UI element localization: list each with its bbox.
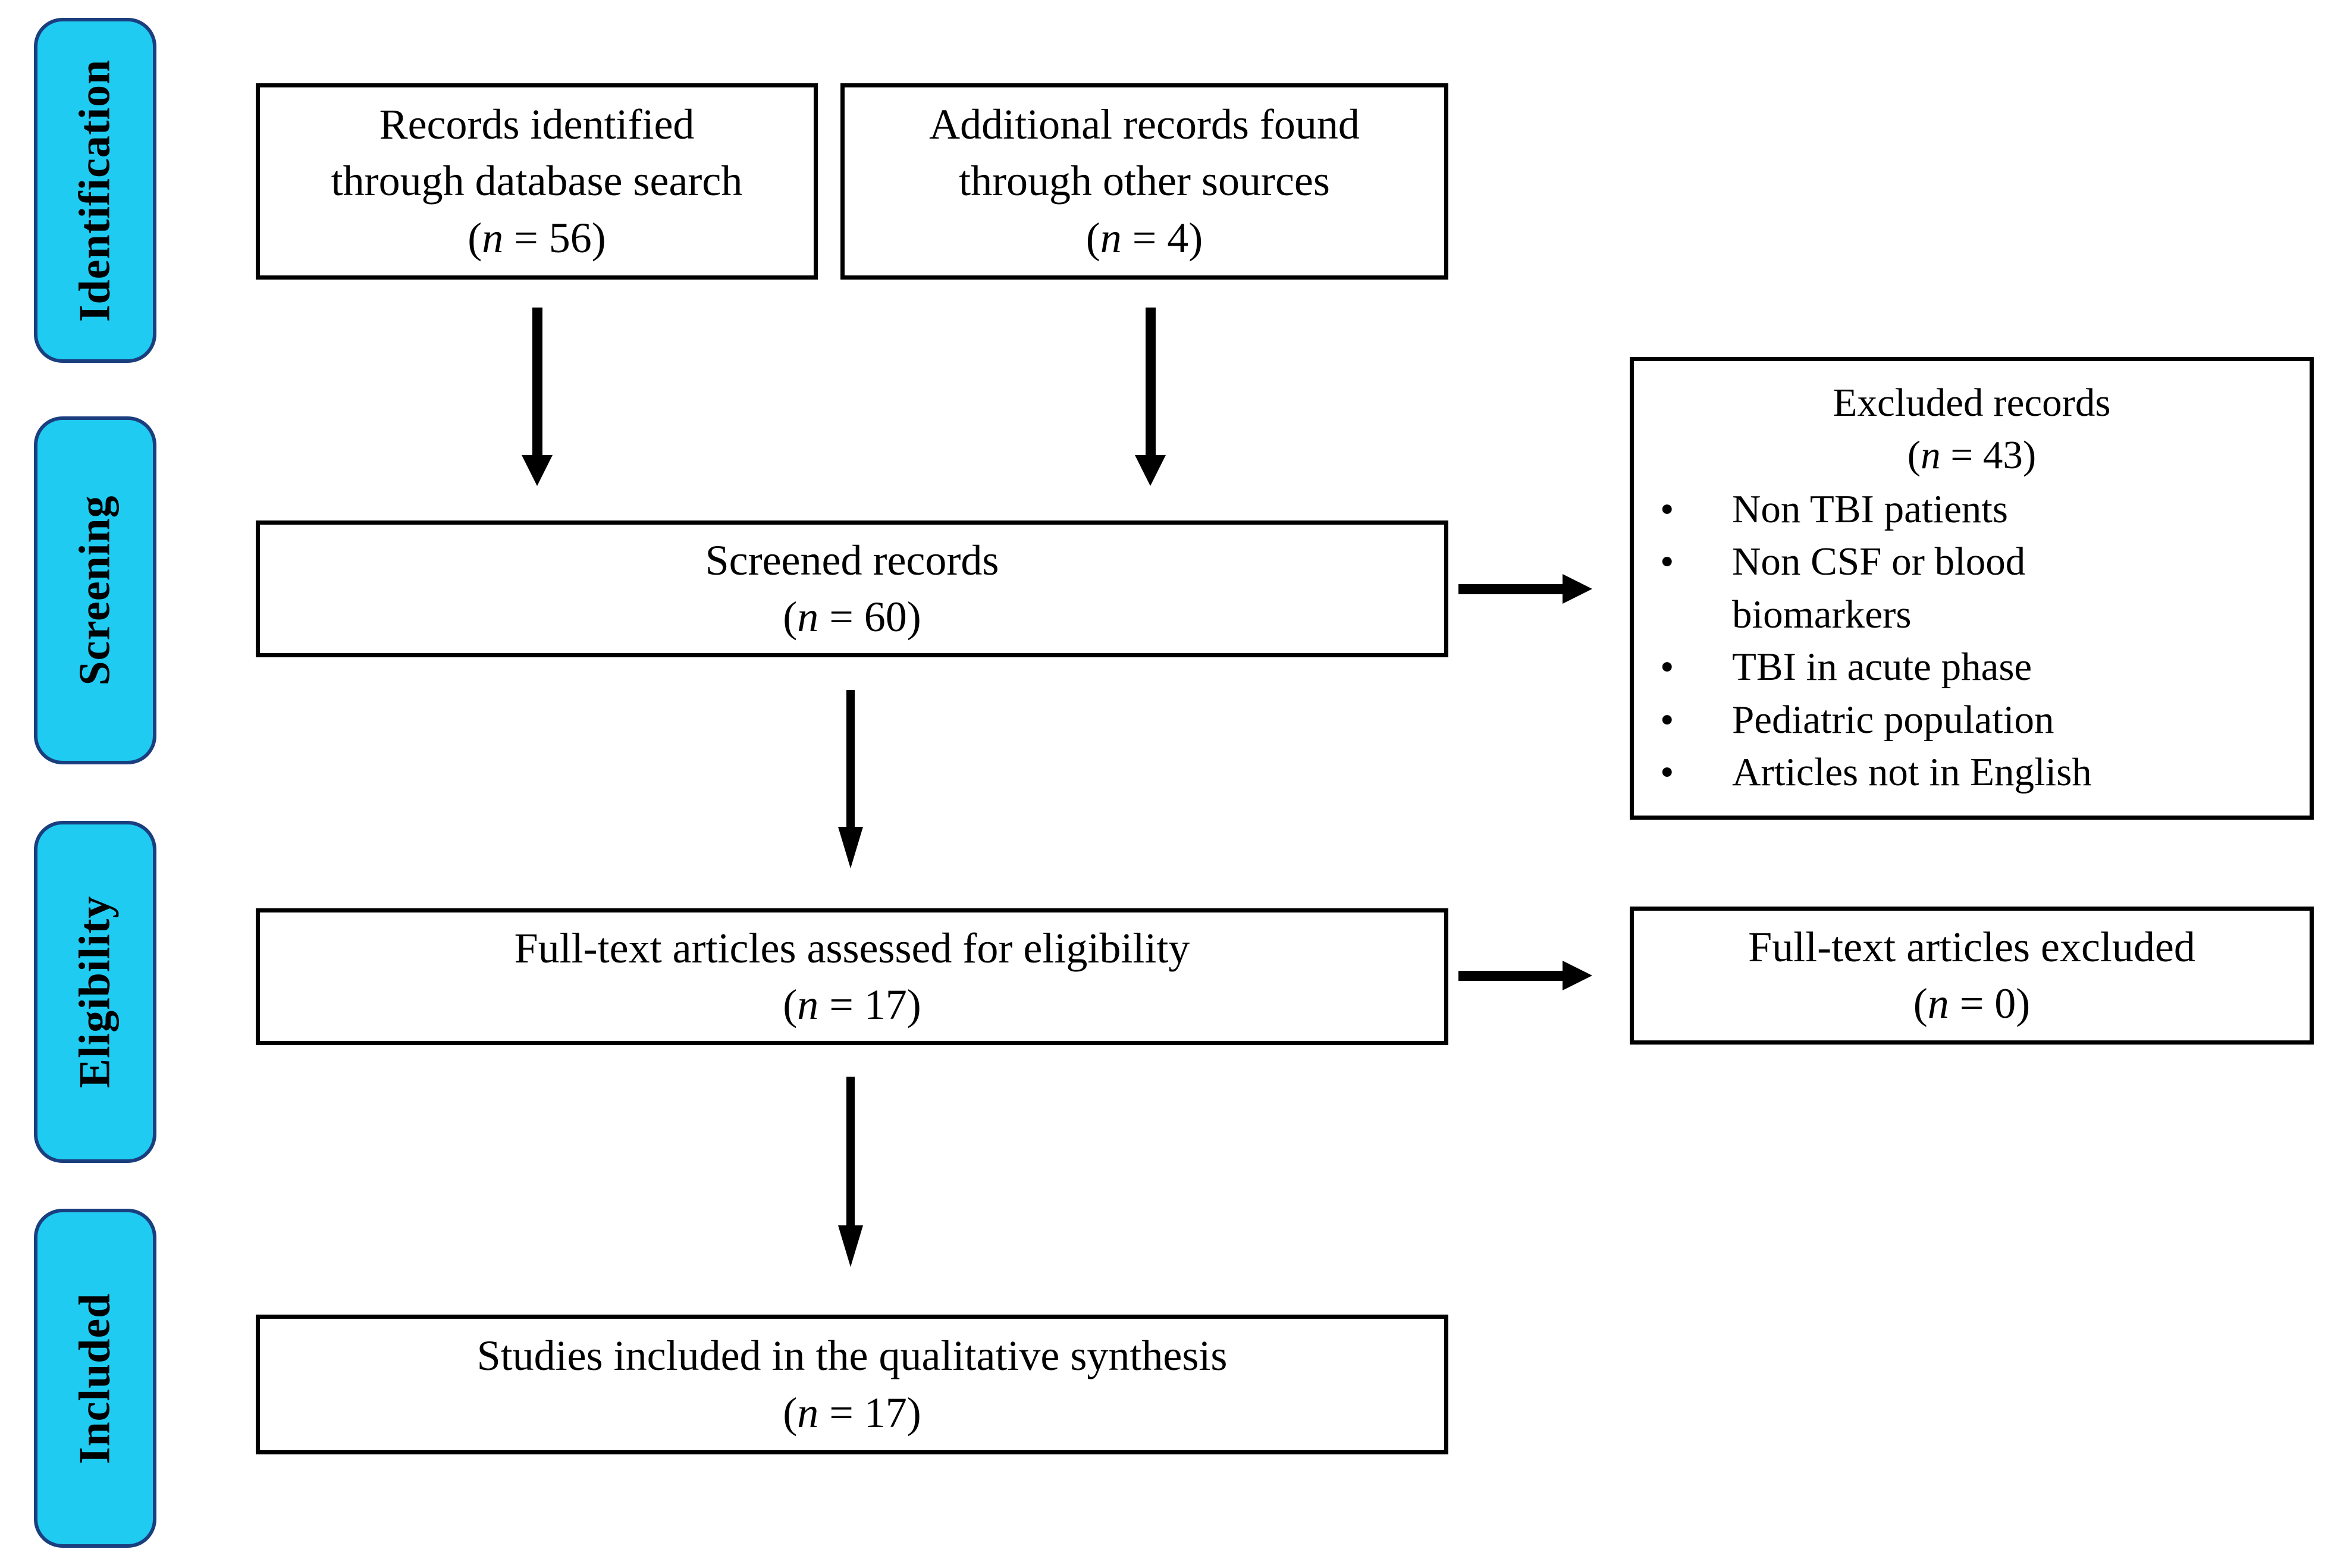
arrow-head: [1563, 574, 1592, 604]
arrow-head: [522, 455, 553, 486]
box-count-line: (n = 43): [1907, 433, 2037, 478]
excluded-reasons-list: Non TBI patientsNon CSF or blood biomark…: [1652, 483, 2292, 799]
arrow-shaft: [846, 1077, 855, 1225]
box-count-line: (n = 17): [783, 1388, 921, 1437]
arrow-right-icon: [1458, 959, 1592, 992]
arrow-head: [838, 827, 863, 868]
arrow-shaft: [1458, 584, 1563, 594]
box-records-identified: Records identified through database sear…: [256, 83, 818, 280]
box-text-line: Studies included in the qualitative synt…: [476, 1332, 1228, 1380]
arrow-head: [1135, 455, 1166, 486]
box-fulltext-excluded: Full-text articles excluded (n = 0): [1630, 907, 2314, 1045]
arrow-shaft: [1145, 308, 1156, 455]
stage-label-identification: Identification: [70, 59, 120, 322]
arrow-down-icon: [522, 308, 553, 486]
excluded-reason-item: Pediatric population: [1652, 694, 2292, 747]
box-text-line: Screened records: [705, 536, 999, 584]
box-text-line: through database search: [331, 157, 743, 205]
box-text-line: Records identified: [379, 101, 695, 149]
box-count-line: (n = 60): [783, 593, 921, 641]
arrow-shaft: [1458, 970, 1563, 981]
sidebar-stage-screening: Screening: [34, 416, 156, 764]
box-screened-records: Screened records (n = 60): [256, 520, 1448, 657]
box-count-line: (n = 0): [1913, 980, 2031, 1027]
box-count-line: (n = 56): [468, 214, 606, 262]
box-text-line: through other sources: [959, 157, 1330, 205]
box-additional-records: Additional records found through other s…: [840, 83, 1448, 280]
arrow-head: [838, 1225, 863, 1267]
arrow-down-icon: [1135, 308, 1166, 486]
arrow-down-icon: [838, 1077, 863, 1267]
excluded-reason-item: Non TBI patients: [1652, 483, 2292, 536]
sidebar-stage-identification: Identification: [34, 18, 156, 363]
box-fulltext-assessed: Full-text articles assessed for eligibil…: [256, 908, 1448, 1045]
arrow-down-icon: [838, 690, 863, 868]
box-text-line: Excluded records: [1833, 381, 2111, 425]
sidebar-stage-eligibility: Eligibility: [34, 821, 156, 1163]
box-text-line: Full-text articles excluded: [1748, 923, 2195, 971]
arrow-shaft: [846, 690, 855, 827]
box-studies-included: Studies included in the qualitative synt…: [256, 1315, 1448, 1454]
stage-label-included: Included: [70, 1293, 120, 1464]
box-excluded-records: Excluded records (n = 43) Non TBI patien…: [1630, 357, 2314, 820]
box-text-line: Full-text articles assessed for eligibil…: [514, 924, 1190, 972]
box-count-line: (n = 4): [1086, 214, 1203, 262]
stage-label-eligibility: Eligibility: [70, 895, 120, 1089]
stage-label-screening: Screening: [70, 495, 120, 686]
arrow-shaft: [532, 308, 542, 455]
box-text-line: Additional records found: [929, 101, 1360, 149]
excluded-reason-item: Articles not in English: [1652, 746, 2292, 799]
box-count-line: (n = 17): [783, 981, 921, 1028]
sidebar-stage-included: Included: [34, 1209, 156, 1548]
excluded-reason-item: Non CSF or blood biomarkers: [1652, 535, 2292, 641]
arrow-right-icon: [1458, 572, 1592, 606]
excluded-reason-item: TBI in acute phase: [1652, 641, 2292, 694]
arrow-head: [1563, 961, 1592, 990]
